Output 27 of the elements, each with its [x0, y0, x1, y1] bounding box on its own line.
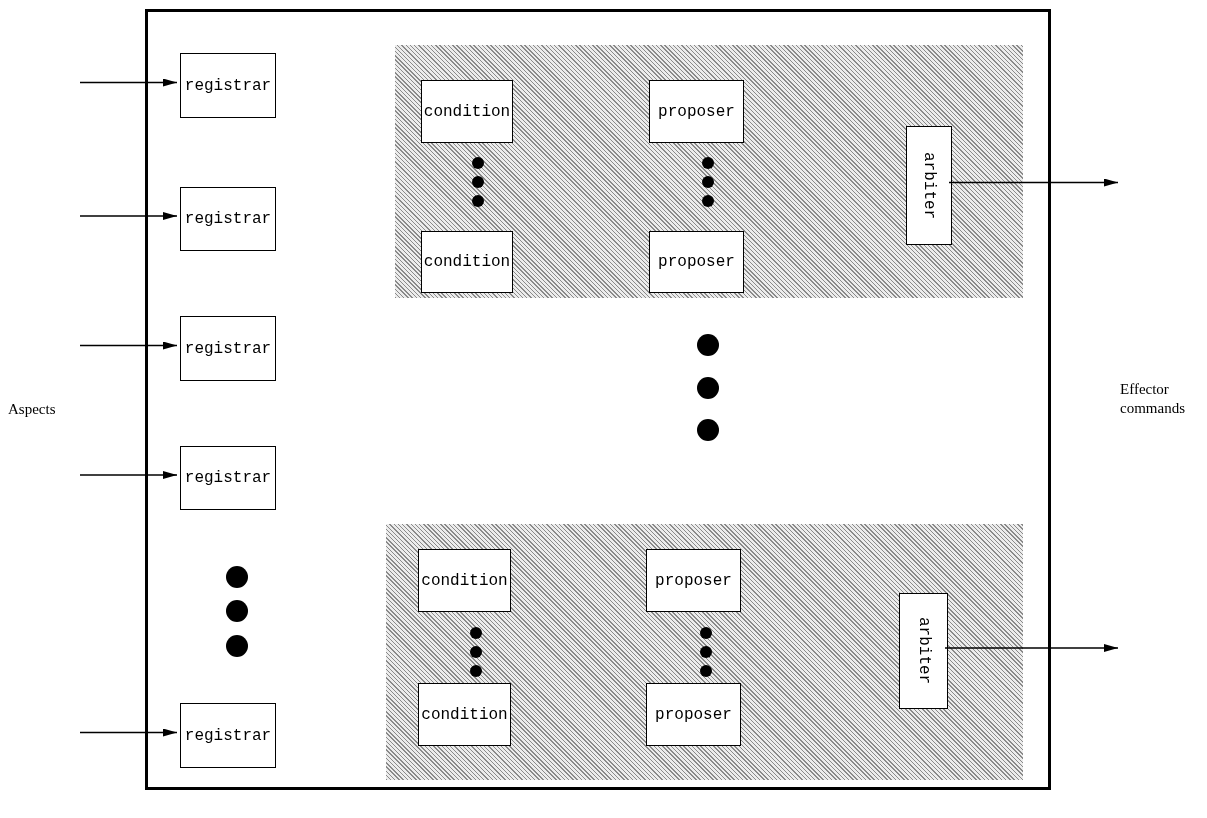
process-box: registrar: [180, 316, 276, 381]
process-box: proposer: [646, 683, 741, 746]
process-box: arbiter: [906, 126, 952, 245]
arrow: [79, 471, 178, 479]
process-box: condition: [421, 80, 513, 143]
process-box: proposer: [646, 549, 741, 612]
arrow: [944, 644, 1119, 652]
arrow: [79, 78, 178, 87]
arrow: [79, 212, 178, 220]
process-box: proposer: [649, 80, 744, 143]
process-box: condition: [418, 683, 511, 746]
input-label: Aspects: [8, 400, 56, 419]
process-box: registrar: [180, 703, 276, 768]
process-box: condition: [418, 549, 511, 612]
process-box: registrar: [180, 53, 276, 118]
process-box: registrar: [180, 187, 276, 251]
output-label: Effector commands: [1120, 380, 1186, 418]
arrow: [79, 341, 178, 350]
process-box: condition: [421, 231, 513, 293]
process-box: arbiter: [899, 593, 948, 709]
hatched-panel: [386, 524, 1023, 780]
hatched-panel: [395, 45, 1023, 298]
container-box: [145, 9, 1051, 790]
process-box: registrar: [180, 446, 276, 510]
process-box: proposer: [649, 231, 744, 293]
arrow: [79, 728, 178, 737]
arrow: [948, 178, 1119, 187]
